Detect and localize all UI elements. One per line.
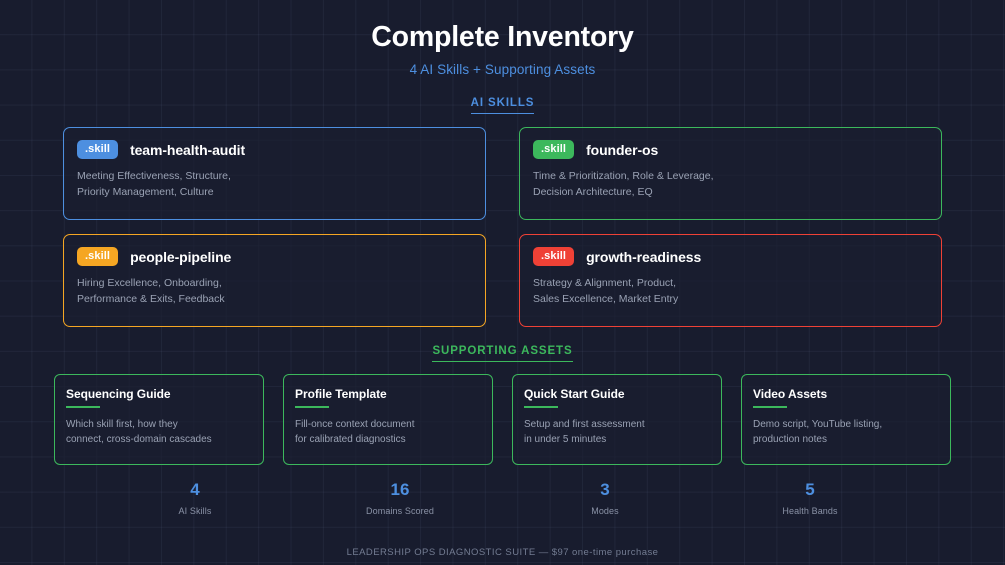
asset-description: Which skill first, how they connect, cro… <box>66 418 212 446</box>
skill-description: Meeting Effectiveness, Structure, Priori… <box>77 169 231 198</box>
stat-value: 16 <box>390 480 410 500</box>
stats-row: 4 AI Skills 16 Domains Scored 3 Modes 5 … <box>93 481 913 516</box>
stat-value: 5 <box>805 480 815 500</box>
stat-label: AI Skills <box>178 506 212 517</box>
asset-card-profile-template[interactable]: Profile Template Fill-once context docum… <box>283 374 493 466</box>
skill-card-people-pipeline[interactable]: .skill people-pipeline Hiring Excellence… <box>63 234 486 328</box>
skill-description: Strategy & Alignment, Product, Sales Exc… <box>533 276 679 305</box>
section-heading-ai-skills-label: AI SKILLS <box>470 97 535 115</box>
section-heading-ai-skills: AI SKILLS <box>0 97 1005 115</box>
page-subtitle: 4 AI Skills + Supporting Assets <box>409 62 596 78</box>
skill-card-founder-os[interactable]: .skill founder-os Time & Prioritization,… <box>519 127 942 221</box>
stat-health-bands: 5 Health Bands <box>708 481 913 516</box>
skill-card-growth-readiness[interactable]: .skill growth-readiness Strategy & Align… <box>519 234 942 328</box>
stat-ai-skills: 4 AI Skills <box>93 481 298 516</box>
supporting-assets-grid: Sequencing Guide Which skill first, how … <box>54 374 951 466</box>
skill-name: founder-os <box>586 141 659 158</box>
skill-description: Time & Prioritization, Role & Leverage, … <box>533 169 714 198</box>
stat-modes: 3 Modes <box>503 481 708 516</box>
asset-title-rule <box>66 406 100 408</box>
skill-description: Hiring Excellence, Onboarding, Performan… <box>77 276 225 305</box>
skill-name: growth-readiness <box>586 248 702 265</box>
skill-badge: .skill <box>533 247 575 266</box>
asset-title: Profile Template <box>295 387 387 402</box>
page-title: Complete Inventory <box>371 21 634 53</box>
stat-domains-scored: 16 Domains Scored <box>298 481 503 516</box>
page-header: Complete Inventory 4 AI Skills + Support… <box>0 0 1005 77</box>
asset-title: Sequencing Guide <box>66 387 171 402</box>
section-heading-supporting-assets: SUPPORTING ASSETS <box>0 345 1005 363</box>
asset-card-quick-start-guide[interactable]: Quick Start Guide Setup and first assess… <box>512 374 722 466</box>
skill-name: people-pipeline <box>130 248 232 265</box>
skill-badge: .skill <box>77 247 119 266</box>
skill-card-team-health-audit[interactable]: .skill team-health-audit Meeting Effecti… <box>63 127 486 221</box>
asset-title: Video Assets <box>753 387 828 402</box>
skill-name: team-health-audit <box>130 141 246 158</box>
stat-label: Health Bands <box>782 506 838 517</box>
skill-card-header: .skill growth-readiness <box>533 247 928 266</box>
asset-description: Demo script, YouTube listing, production… <box>753 418 883 446</box>
asset-description: Fill-once context document for calibrate… <box>295 418 415 446</box>
stat-label: Domains Scored <box>366 506 434 517</box>
stat-value: 4 <box>190 480 200 500</box>
asset-card-sequencing-guide[interactable]: Sequencing Guide Which skill first, how … <box>54 374 264 466</box>
skill-badge: .skill <box>77 140 119 159</box>
asset-title-rule <box>524 406 558 408</box>
skill-card-header: .skill team-health-audit <box>77 140 472 159</box>
stat-label: Modes <box>591 506 619 517</box>
skill-card-header: .skill people-pipeline <box>77 247 472 266</box>
stat-value: 3 <box>600 480 610 500</box>
ai-skills-grid: .skill team-health-audit Meeting Effecti… <box>63 127 942 328</box>
skill-badge: .skill <box>533 140 575 159</box>
section-heading-supporting-assets-label: SUPPORTING ASSETS <box>432 345 573 363</box>
asset-title-rule <box>753 406 787 408</box>
asset-title-rule <box>295 406 329 408</box>
asset-card-video-assets[interactable]: Video Assets Demo script, YouTube listin… <box>741 374 951 466</box>
asset-title: Quick Start Guide <box>524 387 625 402</box>
asset-description: Setup and first assessment in under 5 mi… <box>524 418 645 446</box>
footer-note: LEADERSHIP OPS DIAGNOSTIC SUITE — $97 on… <box>346 547 659 558</box>
skill-card-header: .skill founder-os <box>533 140 928 159</box>
